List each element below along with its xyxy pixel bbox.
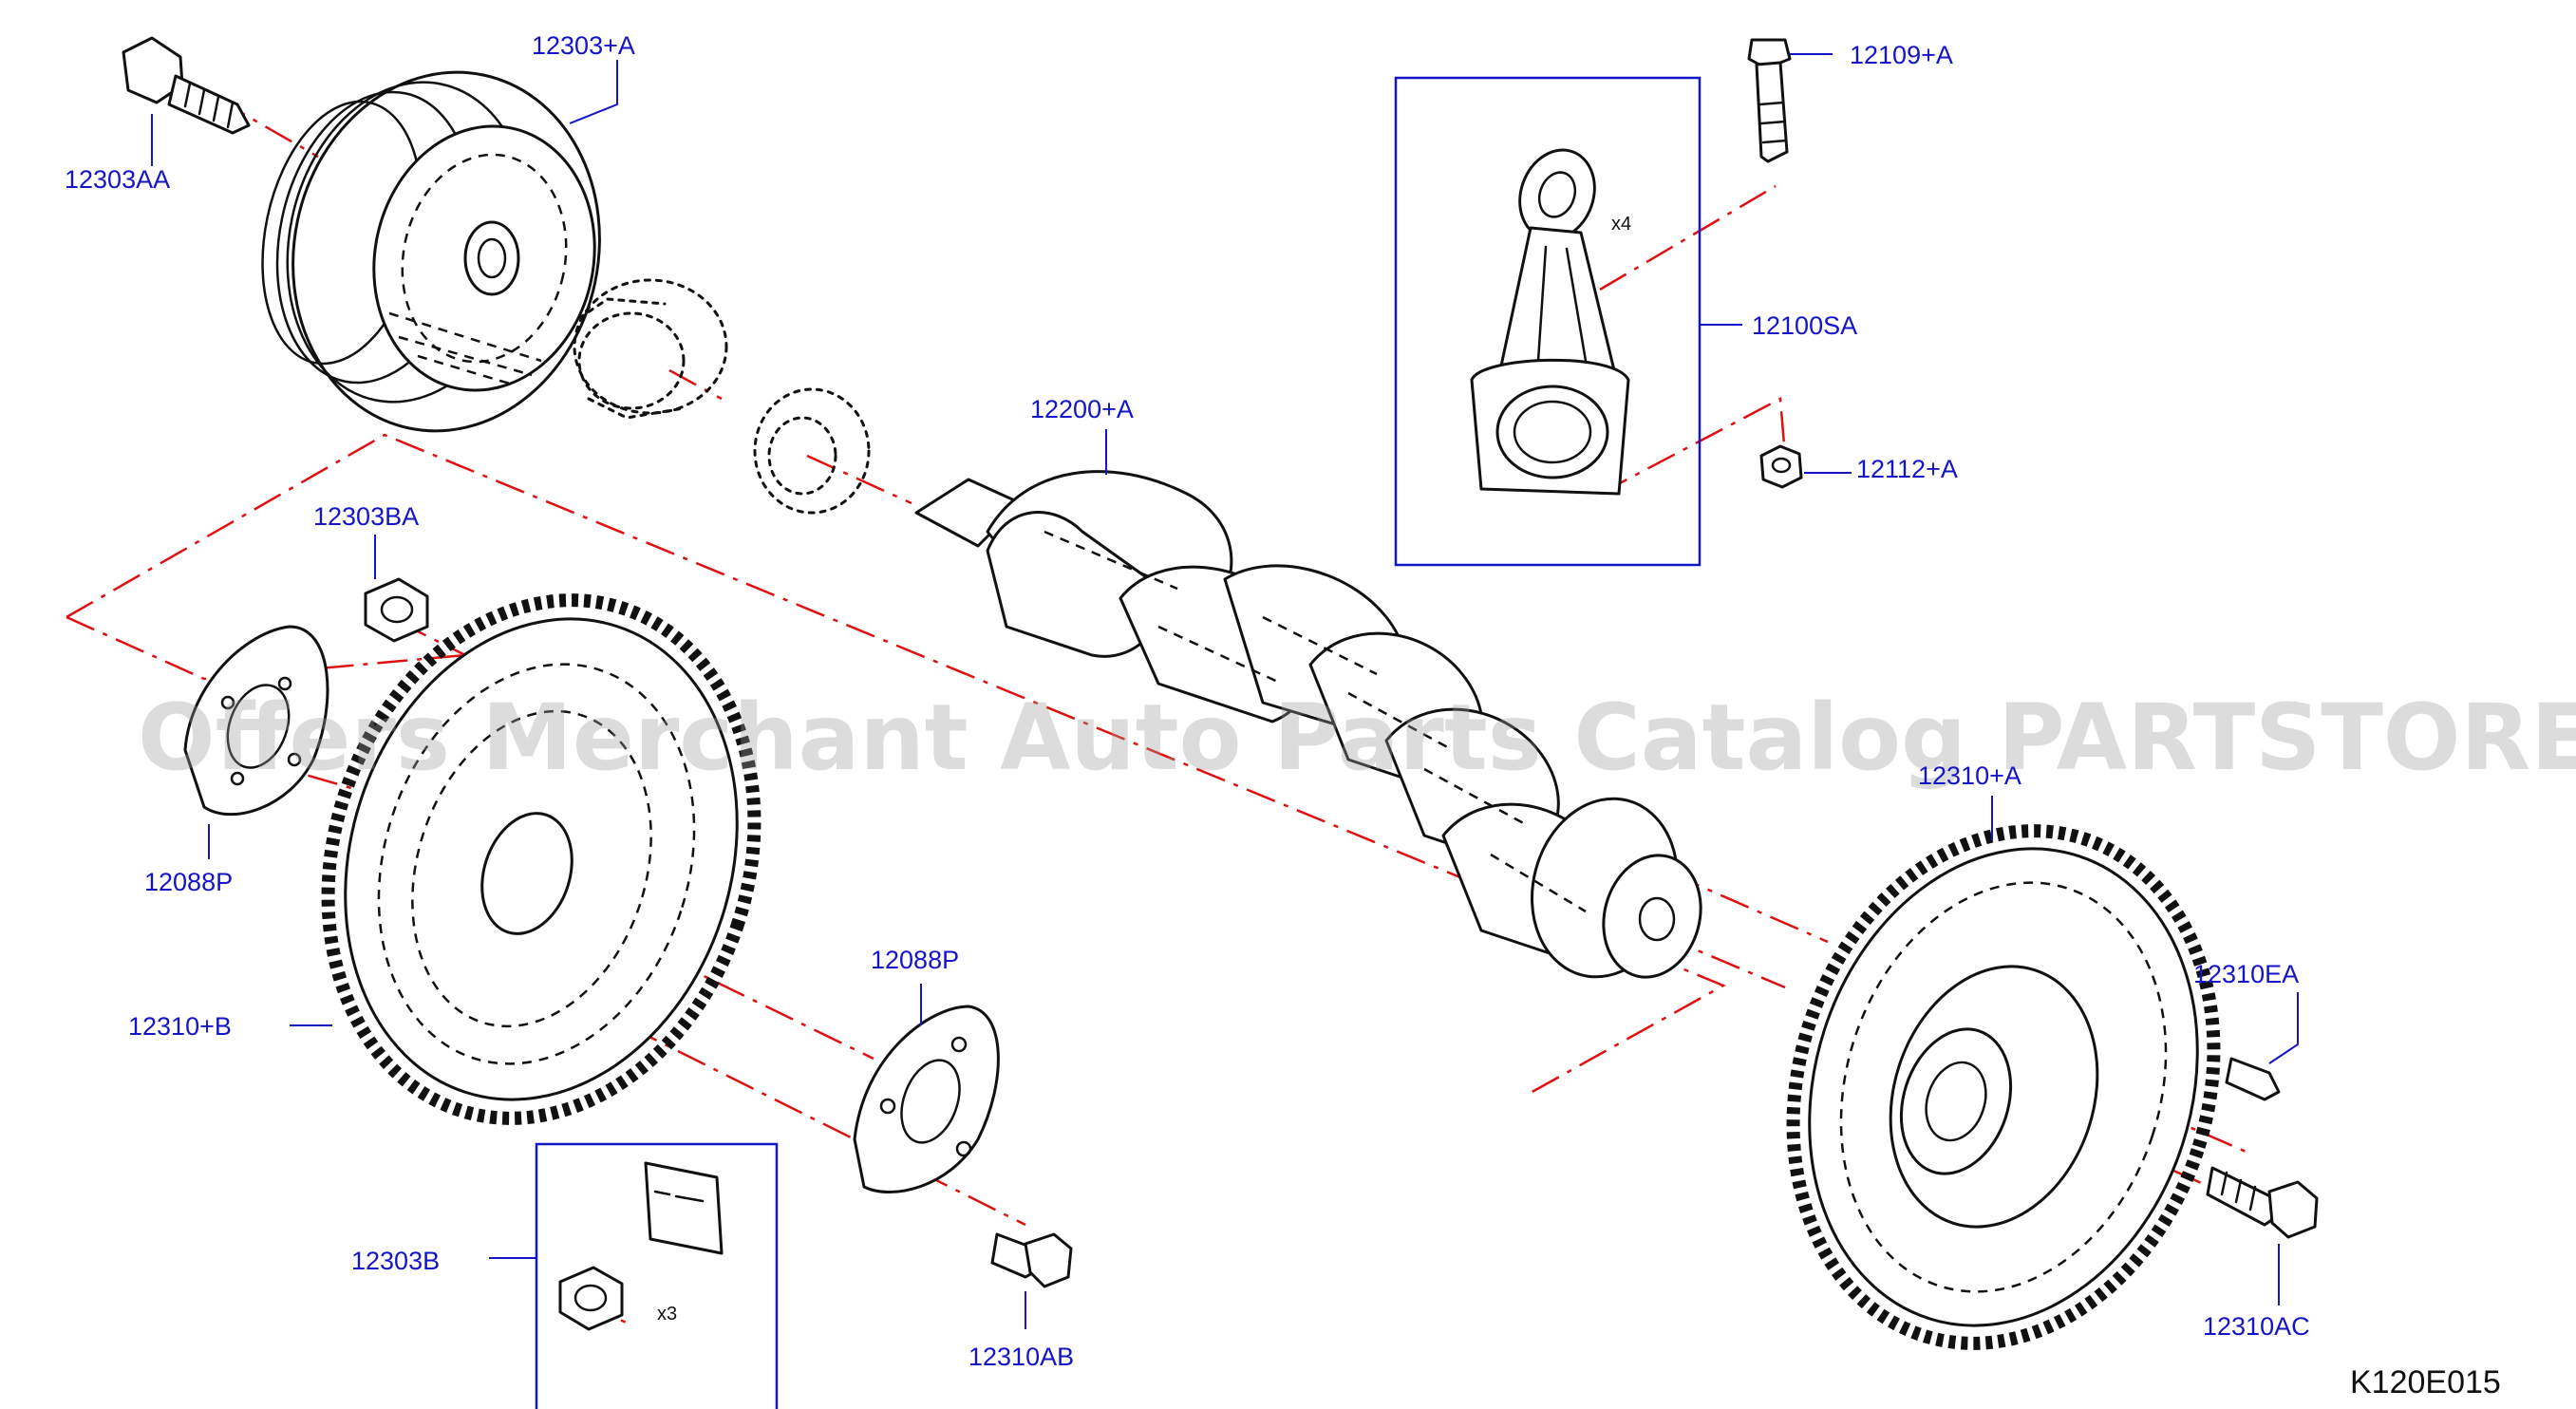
crank-pulley	[261, 70, 601, 433]
timing-sprocket	[753, 387, 871, 515]
callout-12200-plus-A[interactable]: 12200+A	[1030, 395, 1134, 423]
flywheel-left	[321, 593, 762, 1125]
watermark: Offers Merchant Auto Parts Catalog PARTS…	[138, 685, 2576, 791]
nut-kit-frame	[535, 1142, 779, 1409]
rod-nut	[1759, 444, 1803, 489]
flywheel-bolt	[2206, 1166, 2319, 1239]
quantity-nut-kit: x3	[657, 1304, 677, 1324]
callout-12310AB[interactable]: 12310AB	[968, 1343, 1074, 1371]
callout-12310-plus-B[interactable]: 12310+B	[128, 1012, 232, 1041]
plate-left	[183, 625, 329, 817]
callout-12310-plus-A[interactable]: 12310+A	[1918, 761, 2021, 790]
crankshaft	[914, 470, 1702, 979]
callout-12303BA[interactable]: 12303BA	[313, 502, 419, 531]
nut-kit-contents	[558, 1161, 724, 1331]
callout-12112-plus-A[interactable]: 12112+A	[1856, 455, 1958, 483]
callout-12303AA[interactable]: 12303AA	[65, 165, 170, 194]
callout-12310EA[interactable]: 12310EA	[2193, 960, 2299, 988]
dowel	[2225, 1057, 2281, 1101]
quantity-rod: x4	[1611, 214, 1631, 235]
callout-12088P-left[interactable]: 12088P	[144, 868, 233, 896]
callout-12100SA[interactable]: 12100SA	[1752, 311, 1857, 340]
connecting-rod	[1470, 148, 1630, 496]
leader-lines	[151, 53, 2299, 1329]
rod-bolt	[1747, 38, 1792, 163]
rod-assembly-frame	[1394, 76, 1702, 567]
plate-nut	[364, 577, 429, 643]
pulley-bolt	[122, 36, 251, 135]
bolt-lower	[990, 1232, 1073, 1288]
callout-12303B[interactable]: 12303B	[351, 1247, 440, 1275]
callout-12109-plus-A[interactable]: 12109+A	[1850, 41, 1953, 69]
callout-12310AC[interactable]: 12310AC	[2203, 1312, 2310, 1341]
crank-sprocket	[573, 278, 728, 420]
callout-12088P-lower[interactable]: 12088P	[871, 946, 959, 974]
plate-lower	[853, 1005, 1000, 1194]
diagram-code: K120E015	[2350, 1364, 2501, 1400]
flywheel-right	[1786, 824, 2221, 1350]
callout-12303-plus-A[interactable]: 12303+A	[532, 31, 635, 60]
